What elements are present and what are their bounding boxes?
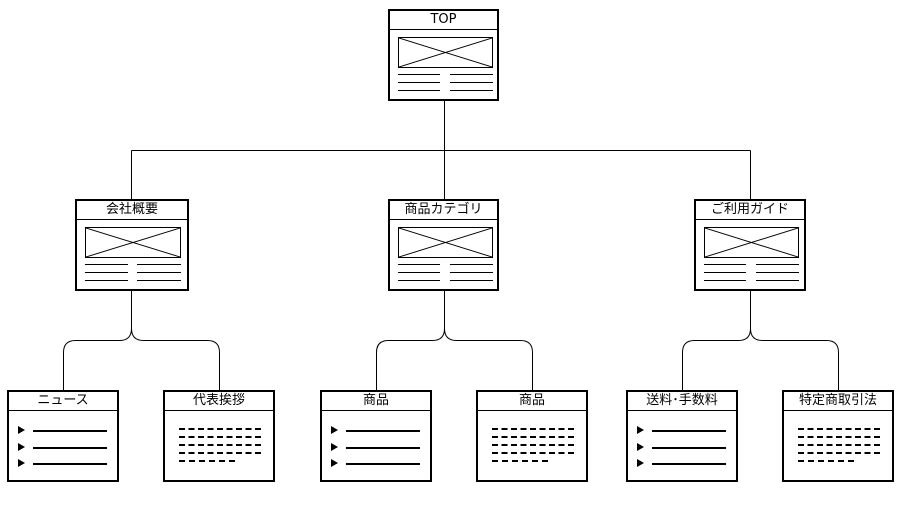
text-line bbox=[398, 264, 440, 265]
page-card-leaf-3-1: 送料･手数料 bbox=[626, 390, 738, 482]
connector-branch-2-left bbox=[376, 291, 445, 390]
bullet-icon bbox=[331, 459, 338, 467]
image-placeholder bbox=[398, 37, 493, 68]
page-title-leaf: 代表挨拶 bbox=[165, 392, 273, 411]
list-line bbox=[33, 463, 107, 465]
bullet-icon bbox=[637, 443, 644, 451]
text-line bbox=[704, 264, 746, 265]
list-line bbox=[33, 430, 107, 432]
list-line bbox=[652, 463, 726, 465]
text-line bbox=[179, 460, 235, 462]
page-title-top: TOP bbox=[390, 11, 497, 30]
text-line bbox=[398, 272, 440, 273]
bullet-icon bbox=[637, 459, 644, 467]
page-card-leaf-1-2: 代表挨拶 bbox=[163, 390, 275, 482]
connector-branch-3-right bbox=[750, 328, 839, 390]
text-line bbox=[492, 436, 574, 438]
page-card-section-2: 商品カテゴリ bbox=[388, 199, 499, 291]
page-title-section-2: 商品カテゴリ bbox=[390, 201, 497, 220]
list-line bbox=[652, 430, 726, 432]
list-line bbox=[346, 463, 420, 465]
text-line bbox=[798, 452, 880, 454]
page-card-leaf-3-2: 特定商取引法 bbox=[782, 390, 894, 482]
text-line bbox=[492, 444, 574, 446]
text-line bbox=[704, 272, 746, 273]
text-line bbox=[756, 280, 799, 281]
text-line bbox=[798, 444, 880, 446]
connector-branch-2-right bbox=[444, 328, 533, 390]
text-line bbox=[450, 90, 493, 91]
text-line bbox=[85, 272, 128, 273]
text-line bbox=[137, 264, 181, 265]
text-line bbox=[756, 272, 799, 273]
page-title-leaf: ニュース bbox=[9, 392, 117, 411]
bullet-icon bbox=[331, 426, 338, 434]
bullet-icon bbox=[18, 426, 25, 434]
text-line bbox=[492, 452, 574, 454]
text-line bbox=[398, 74, 440, 75]
text-line bbox=[85, 280, 128, 281]
text-line bbox=[179, 452, 261, 454]
text-line bbox=[137, 280, 181, 281]
text-line bbox=[704, 280, 746, 281]
page-card-leaf-2-2: 商品 bbox=[476, 390, 588, 482]
list-line bbox=[346, 430, 420, 432]
page-card-leaf-1-1: ニュース bbox=[7, 390, 119, 482]
text-line bbox=[179, 436, 261, 438]
page-title-leaf: 商品 bbox=[478, 392, 586, 411]
page-title-section-1: 会社概要 bbox=[77, 201, 187, 220]
text-line bbox=[798, 436, 880, 438]
bullet-icon bbox=[18, 443, 25, 451]
text-line bbox=[492, 428, 574, 430]
text-line bbox=[492, 460, 548, 462]
image-placeholder bbox=[398, 227, 493, 258]
text-line bbox=[398, 82, 440, 83]
page-card-leaf-2-1: 商品 bbox=[320, 390, 432, 482]
text-line bbox=[179, 428, 261, 430]
text-line bbox=[798, 460, 854, 462]
page-title-section-3: ご利用ガイド bbox=[696, 201, 804, 220]
text-line bbox=[450, 74, 493, 75]
connector-branch-1-right bbox=[131, 328, 220, 390]
bullet-icon bbox=[331, 443, 338, 451]
text-line bbox=[450, 264, 493, 265]
connector-branch-3-left bbox=[682, 291, 751, 390]
text-line bbox=[450, 272, 493, 273]
page-card-section-3: ご利用ガイド bbox=[694, 199, 806, 291]
text-line bbox=[398, 90, 440, 91]
bullet-icon bbox=[637, 426, 644, 434]
text-line bbox=[85, 264, 128, 265]
list-line bbox=[346, 447, 420, 449]
page-card-section-1: 会社概要 bbox=[75, 199, 189, 291]
list-line bbox=[33, 447, 107, 449]
connector-branch-1-left bbox=[63, 291, 132, 390]
text-line bbox=[798, 428, 880, 430]
text-line bbox=[398, 280, 440, 281]
page-title-leaf: 特定商取引法 bbox=[784, 392, 892, 411]
list-line bbox=[652, 447, 726, 449]
image-placeholder bbox=[85, 227, 181, 258]
text-line bbox=[179, 444, 261, 446]
text-line bbox=[450, 82, 493, 83]
text-line bbox=[756, 264, 799, 265]
bullet-icon bbox=[18, 459, 25, 467]
page-title-leaf: 送料･手数料 bbox=[628, 392, 736, 411]
page-card-top: TOP bbox=[388, 9, 499, 101]
text-line bbox=[450, 280, 493, 281]
text-line bbox=[137, 272, 181, 273]
page-title-leaf: 商品 bbox=[322, 392, 430, 411]
image-placeholder bbox=[704, 227, 799, 258]
